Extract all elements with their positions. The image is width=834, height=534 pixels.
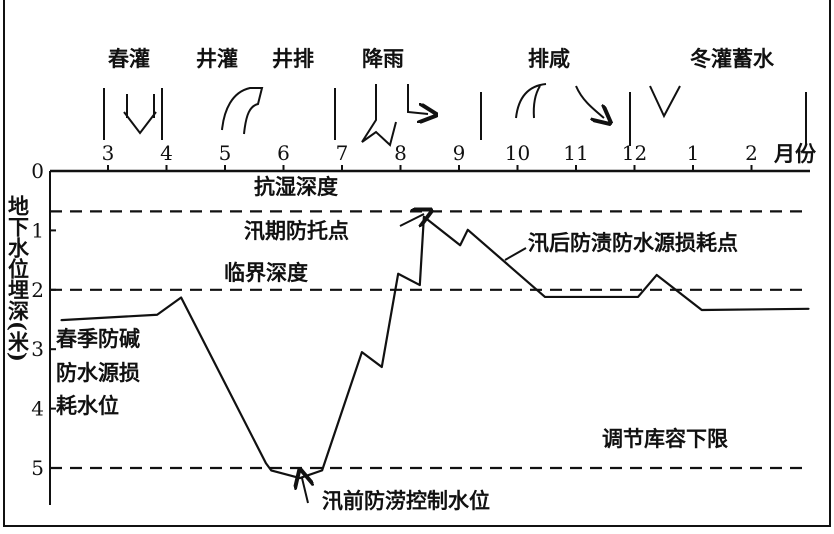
y-tick-label: 5	[31, 456, 44, 480]
data-point	[700, 309, 703, 311]
y-tick-label: 1	[31, 218, 44, 242]
down-arrow-icon	[649, 85, 681, 119]
x-tick-label: 8	[394, 141, 407, 165]
data-point	[423, 215, 425, 218]
pointer-arrow	[302, 478, 308, 504]
activity-label: 冬灌蓄水	[690, 46, 775, 71]
data-point	[60, 319, 62, 321]
rain-arrow-icon	[361, 84, 428, 147]
data-point	[419, 284, 421, 286]
period-separators	[103, 88, 807, 146]
x-tick-label: 5	[219, 141, 232, 165]
up-arrow-icon	[515, 83, 547, 119]
x-tick-label: 3	[102, 141, 115, 165]
data-point	[380, 366, 383, 368]
data-point	[321, 469, 323, 472]
annotation-anti-wet: 抗湿深度	[254, 174, 338, 199]
x-axis-label: 月份	[773, 141, 817, 166]
annotation-lower-limit: 调节库容下限	[602, 426, 728, 451]
y-tick-label: 4	[31, 397, 44, 421]
activity-arrows	[123, 83, 681, 147]
x-tick-label: 4	[160, 141, 173, 165]
up-arrow-icon	[221, 87, 264, 135]
y-tick-label: 0	[31, 159, 44, 183]
annotation-spring: 防水源损	[56, 360, 140, 385]
x-tick-label: 2	[745, 141, 758, 165]
annotation-post-flood: 汛后防渍防水源损耗点	[528, 230, 738, 255]
activity-label: 井排	[272, 46, 314, 71]
data-point	[270, 469, 273, 472]
activity-label: 春灌	[108, 46, 150, 71]
annotation-critical: 临界深度	[224, 260, 308, 285]
activity-label: 井灌	[196, 46, 238, 71]
pointer-arrow	[504, 247, 527, 261]
y-axis-label: 地下水位埋深(米)	[6, 194, 31, 361]
data-point	[466, 229, 469, 231]
data-point	[361, 351, 363, 353]
data-point	[637, 296, 639, 298]
data-point	[459, 244, 461, 247]
activity-label: 降雨	[362, 46, 404, 71]
data-point	[808, 308, 810, 310]
x-tick-label: 6	[277, 141, 290, 165]
activity-label: 排咸	[528, 46, 570, 71]
data-point	[397, 272, 399, 275]
data-point	[299, 477, 301, 479]
frame-border	[3, 0, 831, 527]
y-tick-label: 2	[31, 278, 44, 302]
x-tick-label: 1	[687, 141, 700, 165]
data-point	[655, 274, 658, 276]
data-point	[156, 313, 158, 316]
data-point	[544, 296, 546, 298]
annotation-flood-peak: 汛期防托点	[244, 218, 349, 243]
down-arrow-icon	[123, 94, 157, 135]
annotation-spring: 春季防碱	[56, 326, 140, 351]
x-tick-label: 10	[505, 141, 530, 165]
annotation-spring: 耗水位	[56, 393, 119, 418]
x-tick-label: 7	[336, 141, 349, 165]
x-tick-label: 9	[453, 141, 466, 165]
y-tick-label: 3	[31, 337, 44, 361]
pointer-arrow	[399, 214, 424, 226]
data-point	[180, 296, 182, 299]
down-right-arrow-icon	[575, 85, 604, 118]
data-point	[265, 462, 267, 465]
annotation-pre-flood: 汛前防涝控制水位	[322, 488, 490, 513]
x-tick-label: 11	[563, 141, 588, 165]
x-tick-label: 12	[622, 141, 647, 165]
